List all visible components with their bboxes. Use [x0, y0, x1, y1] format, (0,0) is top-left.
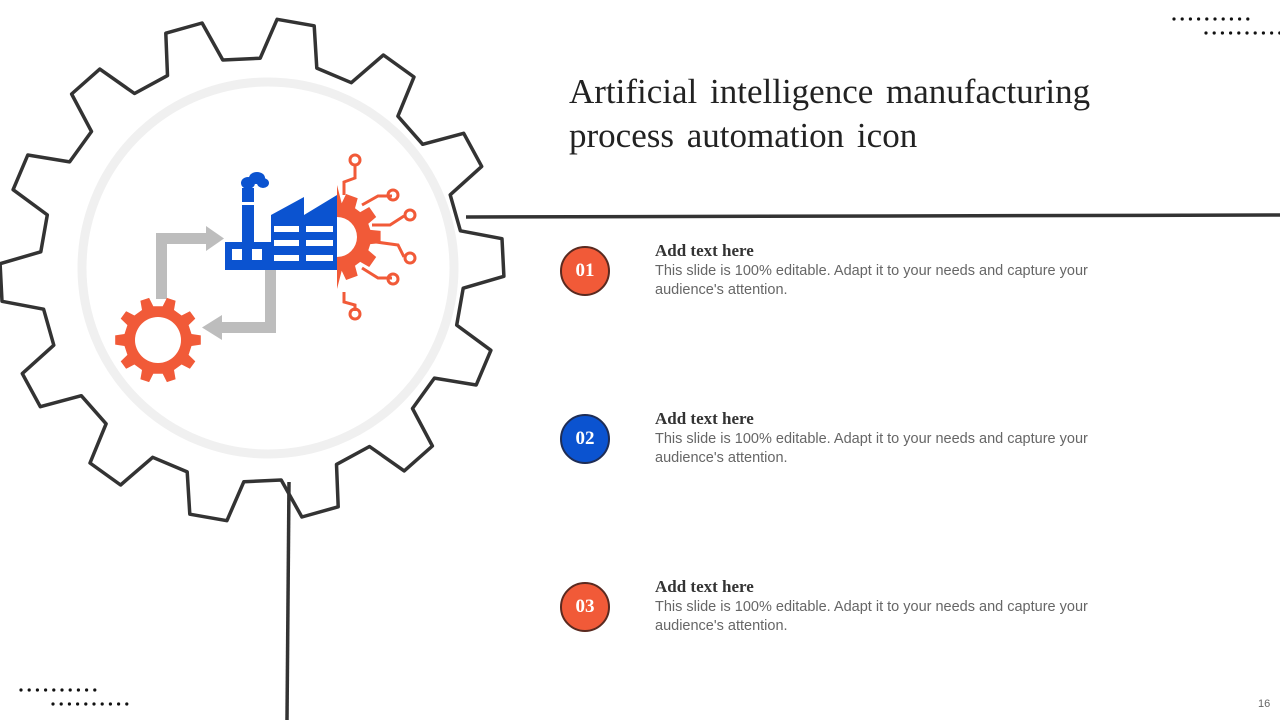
dotted-decoration-top [1172, 17, 1280, 35]
item-description: This slide is 100% editable. Adapt it to… [655, 263, 1088, 298]
inner-ring [77, 77, 459, 459]
cycle-arrows-icon [156, 226, 276, 340]
item-description: This slide is 100% editable. Adapt it to… [655, 431, 1088, 466]
slide-title: Artificial intelligence manufacturing pr… [569, 72, 1091, 155]
item-heading: Add text here [655, 241, 754, 260]
number-badge: 03 [560, 582, 610, 632]
item-description: This slide is 100% editable. Adapt it to… [655, 599, 1088, 634]
page-number: 16 [1258, 698, 1271, 710]
ai-circuit-gear-icon [337, 153, 417, 321]
list-item-03: 03 Add text here This slide is 100% edit… [560, 577, 1160, 642]
small-gear-icon [115, 297, 201, 383]
number-badge: 01 [560, 246, 610, 296]
item-heading: Add text here [655, 409, 754, 428]
item-heading: Add text here [655, 577, 754, 596]
list-item-02: 02 Add text here This slide is 100% edit… [560, 409, 1160, 474]
connector-line-horizontal [465, 213, 1280, 219]
list-item-01: 01 Add text here This slide is 100% edit… [560, 241, 1160, 306]
number-badge: 02 [560, 414, 610, 464]
connector-line-vertical [285, 481, 291, 720]
dotted-decoration-bottom [19, 688, 129, 706]
